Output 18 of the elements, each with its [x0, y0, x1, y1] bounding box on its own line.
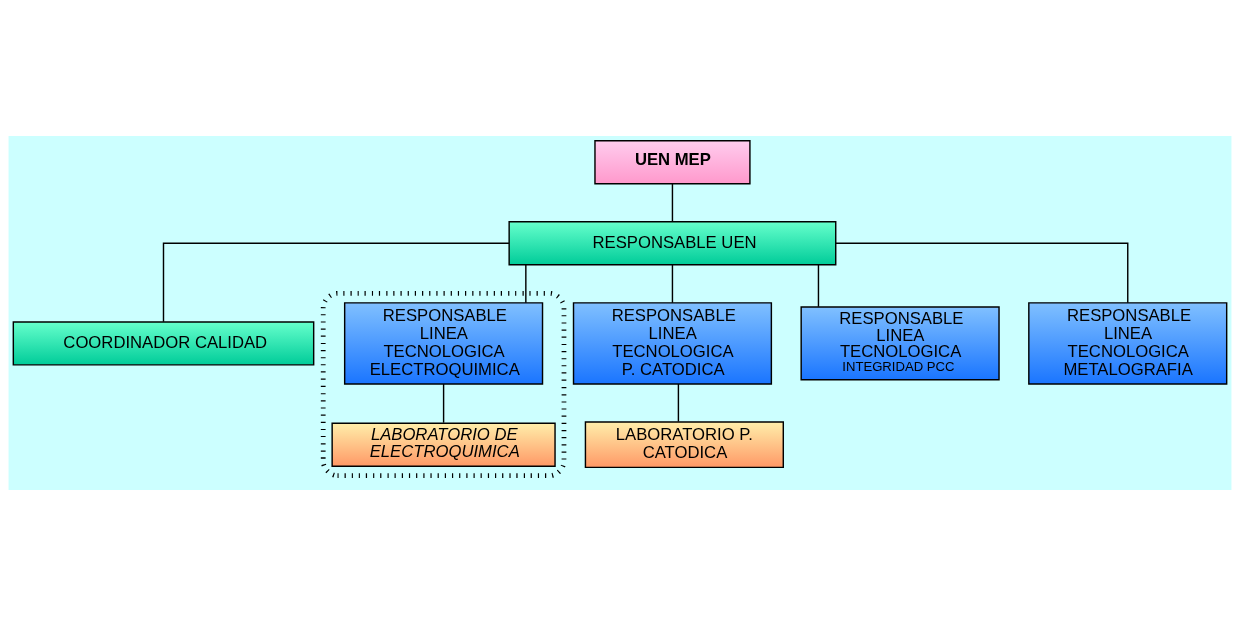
connector — [671, 182, 674, 222]
node-box: RESPONSABLE UEN — [508, 220, 837, 265]
connector — [442, 382, 445, 423]
node-box: RESPONSABLE LINEA TECNOLOGICA P. CATODICA — [572, 301, 773, 385]
node-box: RESPONSABLE LINEA TECNOLOGICA METALOGRAFIA — [1028, 301, 1228, 385]
cluster — [320, 290, 567, 478]
node-box: UEN MEP — [594, 139, 751, 184]
connector — [525, 263, 527, 303]
node-box: RESPONSABLE LINEA TECNOLOGICA ELECTROQUIMICA — [343, 301, 544, 385]
connector — [817, 263, 820, 307]
connector — [671, 263, 674, 303]
connector — [677, 382, 680, 422]
node-box: COORDINADOR CALIDAD — [12, 320, 315, 366]
node-box: LABORATORIO DE ELECTROQUIMICA — [331, 422, 556, 467]
node-box: RESPONSABLE LINEA TECNOLOGICA INTEGRIDAD PCC — [800, 305, 1000, 380]
connector — [835, 242, 1129, 303]
connector — [162, 242, 510, 322]
node-box: LABORATORIO P. CATODICA — [584, 420, 784, 468]
